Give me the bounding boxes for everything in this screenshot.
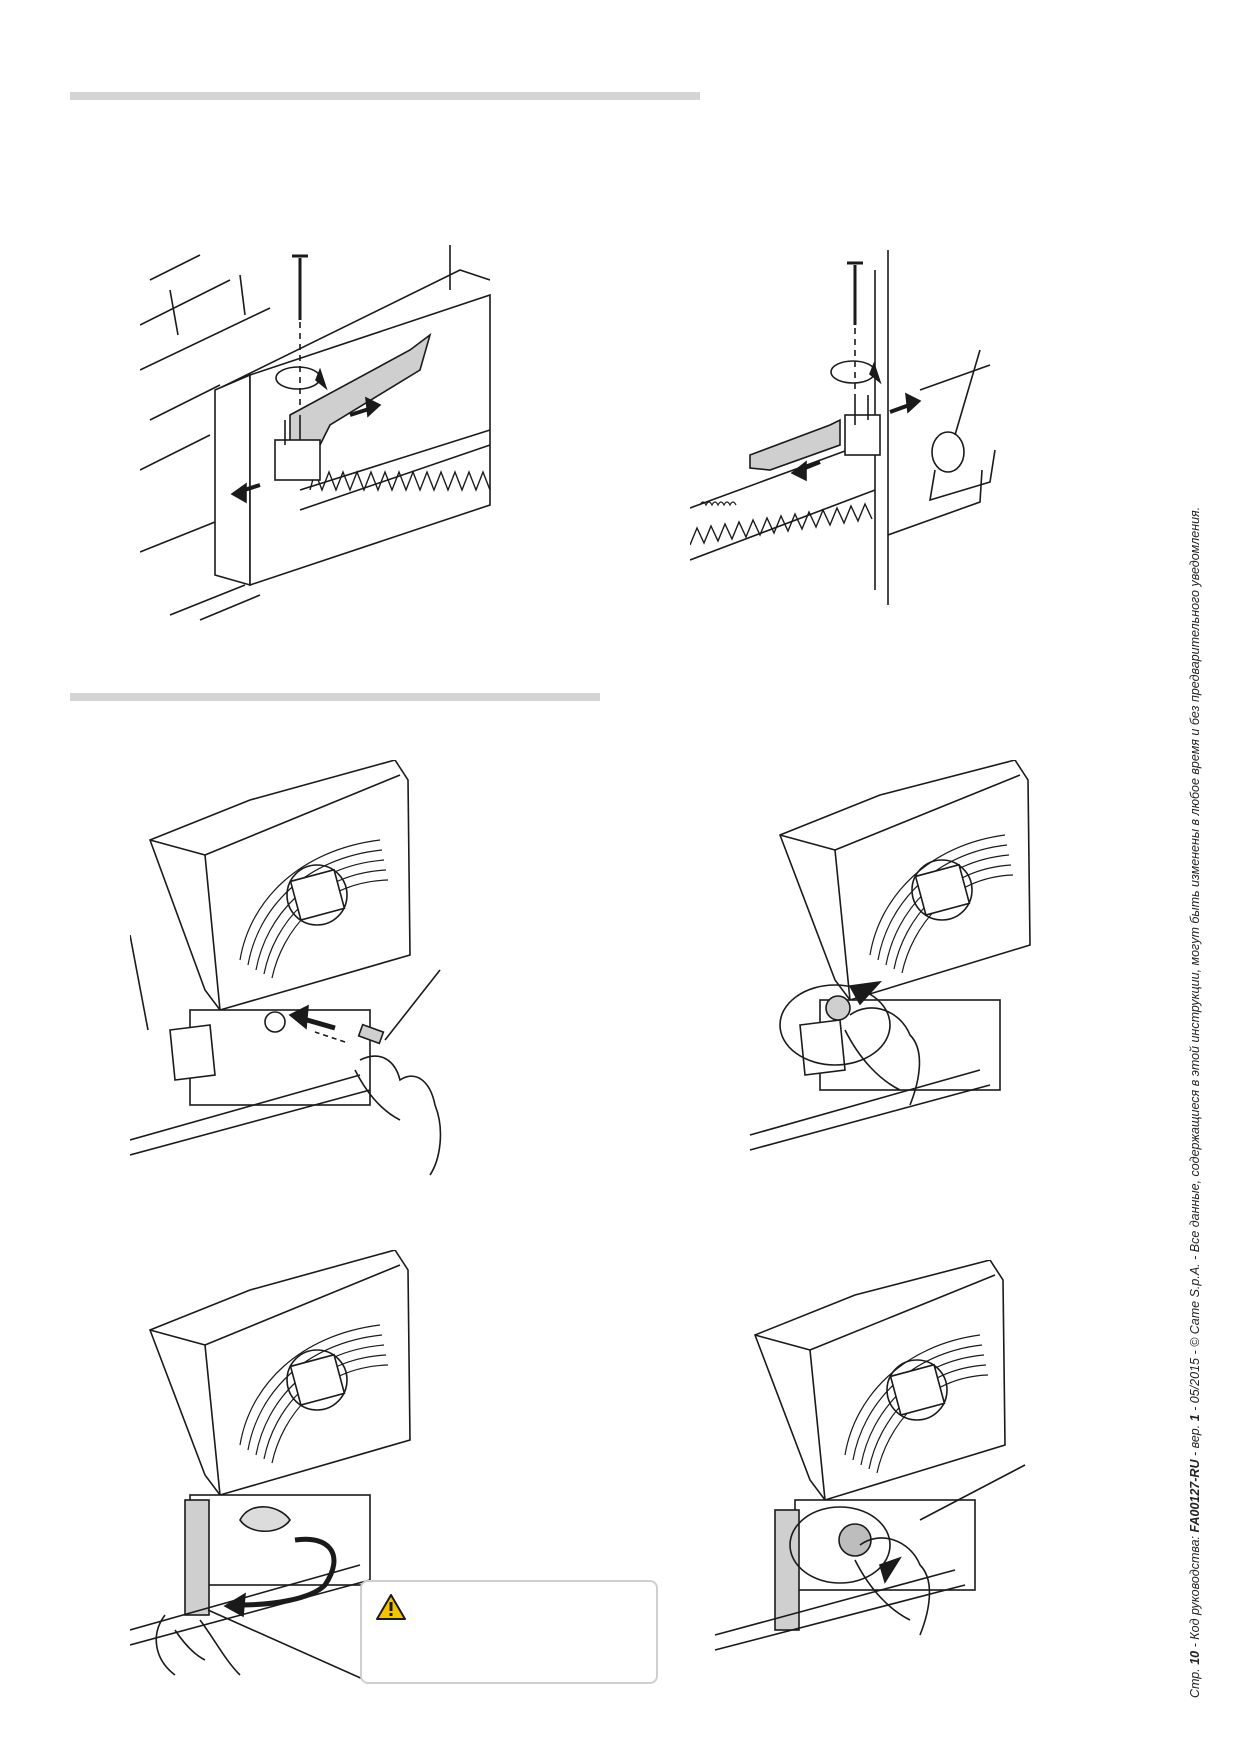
footer-version-label: - вер. [1188, 1424, 1202, 1457]
illustration-lock-release [705, 1260, 1035, 1660]
warning-triangle-icon [376, 1594, 406, 1625]
illustration-limit-bracket-right [690, 250, 1030, 610]
illustration-turn-key [740, 760, 1060, 1160]
page-footer: Стр. 10 - Код руководства: FA00127-RU - … [1188, 507, 1202, 1698]
footer-copyright: - 05/2015 - © Came S.p.A. - Все данные, … [1188, 506, 1202, 1411]
illustration-limit-bracket-left [140, 240, 500, 630]
section-divider-middle [70, 693, 600, 701]
footer-manual-code-label: - Код руководства: [1188, 1535, 1202, 1648]
footer-manual-code: FA00127-RU [1188, 1459, 1202, 1533]
illustration-insert-key [130, 760, 490, 1180]
section-divider-top [70, 92, 700, 100]
warning-box [360, 1580, 658, 1684]
footer-version: 1 [1188, 1414, 1202, 1422]
footer-page-prefix: Стр. [1188, 1668, 1202, 1698]
footer-page-number: 10 [1188, 1650, 1202, 1665]
illustration-release-lever [130, 1250, 490, 1680]
